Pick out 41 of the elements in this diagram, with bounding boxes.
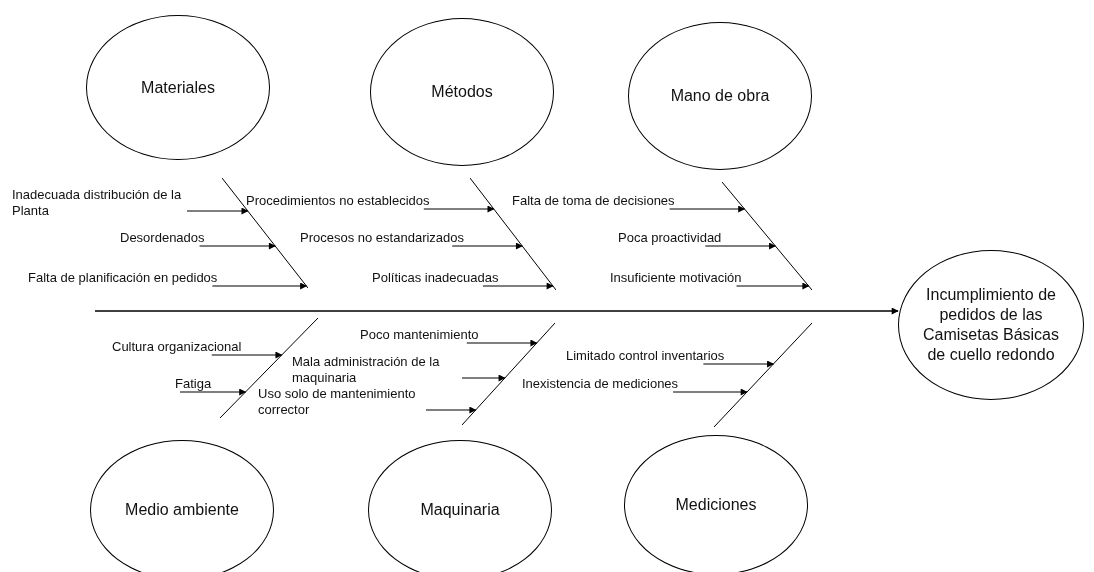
cause-label: Procesos no estandarizados (300, 230, 465, 246)
arrow (179, 388, 247, 396)
cause-label: Falta de planificación en pedidos (28, 270, 218, 286)
effect-label: Incumplimiento de pedidos de las Camisetas Básicas de cuello redondo (921, 285, 1060, 365)
arrow (451, 242, 523, 250)
category-label: Mano de obra (670, 86, 770, 106)
category-label: Medio ambiente (125, 500, 239, 520)
cause-label: Poca proactividad (618, 230, 722, 246)
cause-label: Inadecuada distribución de la Planta (12, 187, 187, 219)
cause-label: Cultura organizacional (112, 339, 242, 355)
cause-label: Insuficiente motivación (610, 270, 742, 286)
cause-label: Falta de toma de decisiones (512, 193, 675, 209)
arrow (211, 282, 308, 290)
arrow (702, 360, 775, 368)
spine-arrow (94, 307, 899, 315)
arrow (461, 374, 506, 382)
cause-label: Políticas inadecuadas (372, 270, 499, 286)
arrow (198, 242, 276, 250)
arrow (482, 282, 554, 290)
category-label: Maquinaria (420, 500, 500, 520)
arrow (735, 282, 810, 290)
cause-label: Inexistencia de mediciones (522, 376, 679, 392)
cause-label: Fatiga (175, 376, 212, 392)
arrow (186, 207, 249, 215)
arrow (425, 406, 477, 414)
cause-label: Desordenados (120, 230, 205, 246)
category-label: Mediciones (675, 495, 757, 515)
category-circle (86, 15, 270, 160)
arrow (672, 388, 748, 396)
arrow (423, 205, 495, 213)
cause-label: Mala administración de la maquinaria (292, 354, 462, 386)
arrow (704, 242, 777, 250)
cause-label: Uso solo de mantenimiento corrector (258, 386, 426, 418)
cause-label: Limitado control inventarios (566, 348, 725, 364)
category-label: Materiales (141, 77, 215, 98)
cause-label: Procedimientos no establecidos (246, 193, 430, 209)
arrow (669, 205, 746, 213)
arrow (466, 339, 538, 347)
arrow (211, 351, 283, 359)
category-label: Métodos (431, 82, 493, 102)
cause-label: Poco mantenimiento (360, 327, 479, 343)
